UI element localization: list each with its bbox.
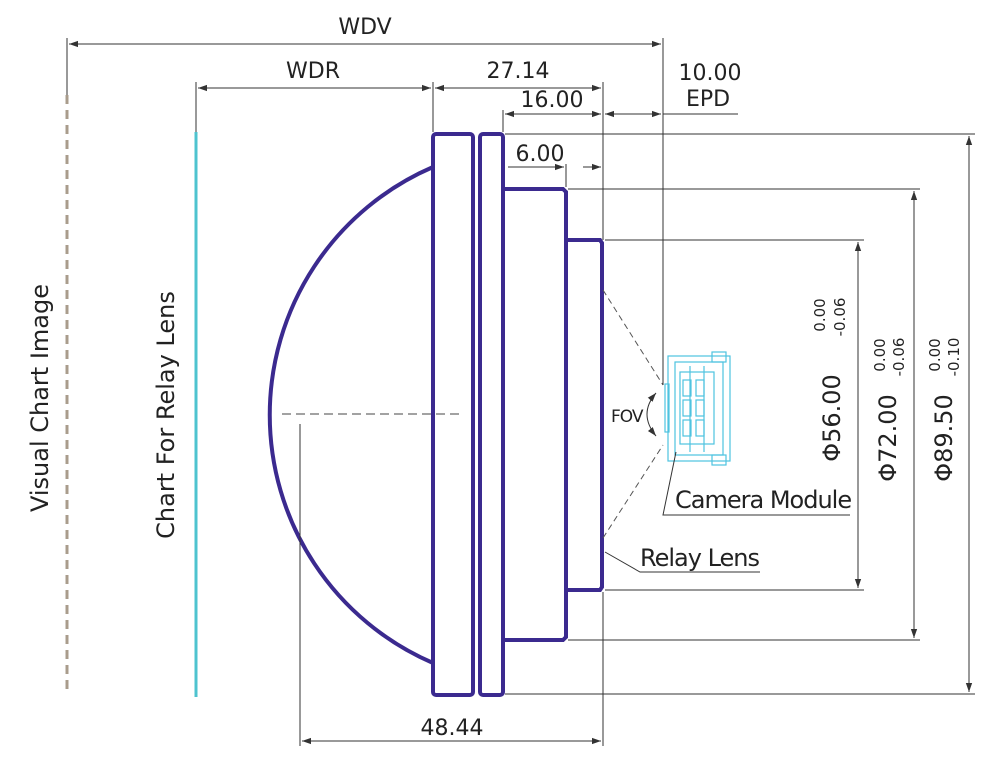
phi56-value: Φ56.00: [818, 374, 846, 462]
camera-module-label: Camera Module: [675, 486, 851, 514]
flange-1: [431, 132, 475, 697]
phi89-value: Φ89.50: [930, 394, 958, 482]
dim-6-00: 6.00: [516, 142, 565, 167]
barrel-step-1: [503, 187, 568, 642]
phi72-tol-lower: -0.06: [890, 338, 908, 377]
dim-16-00: 16.00: [521, 88, 584, 113]
dim-27-14: 27.14: [487, 59, 550, 84]
phi56-tol-upper: 0.00: [811, 298, 829, 331]
chart-for-relay-lens-label: Chart For Relay Lens: [152, 291, 180, 539]
diameter-dimensions: [505, 133, 975, 695]
top-dimensions: [66, 38, 738, 385]
phi89-tol-lower: -0.10: [945, 338, 963, 377]
flange-2: [478, 132, 505, 697]
camera-module: [664, 351, 731, 466]
relay-lens-label: Relay Lens: [640, 544, 759, 572]
wdv-label: WDV: [338, 15, 391, 40]
dome-element: [267, 165, 434, 665]
fov-cone: [602, 289, 664, 539]
bottom-dimension: [299, 424, 604, 746]
dim-10-00: 10.00: [679, 61, 742, 86]
phi72-value: Φ72.00: [874, 394, 902, 482]
visual-chart-image-label: Visual Chart Image: [26, 284, 54, 512]
barrel-step-2: [566, 238, 604, 592]
wdr-label: WDR: [286, 59, 340, 84]
epd-label: EPD: [686, 87, 730, 112]
fov-label: FOV: [611, 407, 644, 427]
dim-48-44: 48.44: [421, 716, 484, 741]
phi56-tol-lower: -0.06: [831, 298, 849, 337]
phi72-tol-upper: 0.00: [871, 338, 889, 371]
camera-module-leader: [662, 451, 850, 516]
phi89-tol-upper: 0.00: [926, 338, 944, 371]
relay-lens-leader: [604, 551, 760, 573]
relay-lens-body: [267, 132, 604, 697]
